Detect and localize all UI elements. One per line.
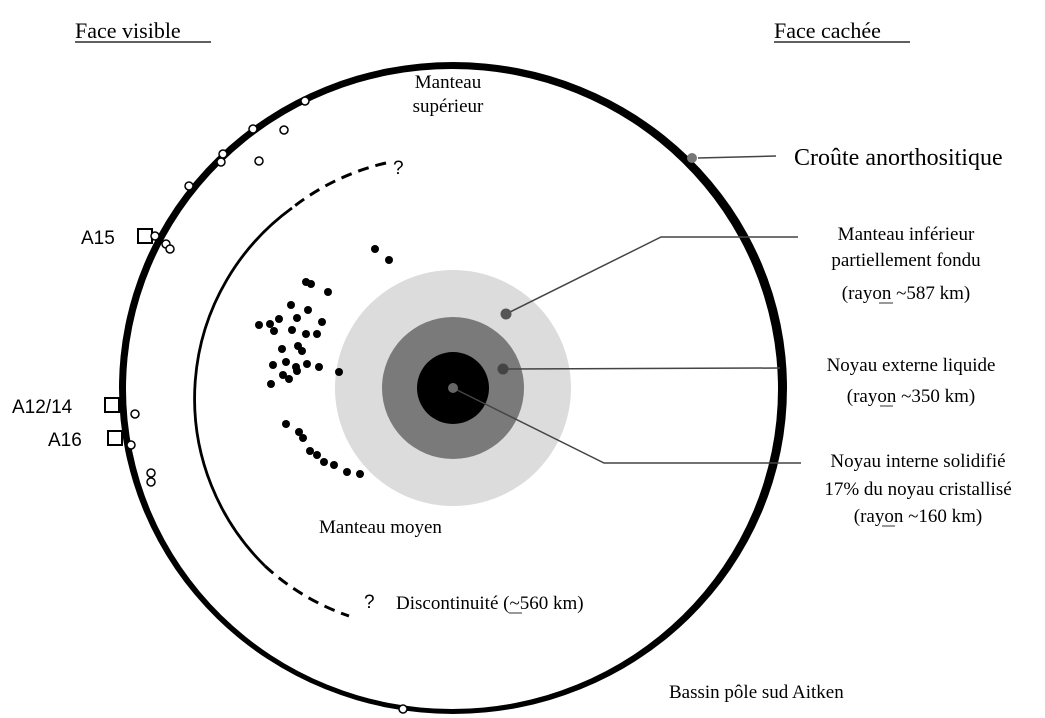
- deep-moonquake-marker: [293, 367, 301, 375]
- deep-moonquake-marker: [343, 468, 351, 476]
- deep-moonquake-marker: [255, 321, 263, 329]
- inner-core-label-line1: Noyau interne solidifié: [830, 451, 1005, 472]
- outer-core-marker: [498, 364, 509, 375]
- lower-mantle-label-line3: (rayon ~587 km): [842, 283, 970, 304]
- middle-mantle-label: Manteau moyen: [319, 517, 442, 538]
- shallow-moonquake-marker: [219, 150, 227, 158]
- basin-marker: [399, 705, 407, 713]
- discontinuity-question-bottom: ?: [364, 592, 375, 613]
- upper-mantle-label-line2: supérieur: [413, 96, 484, 117]
- station-square-a12-14: [105, 398, 119, 412]
- near-side-title: Face visible: [75, 18, 181, 43]
- deep-moonquake-marker: [267, 380, 275, 388]
- shallow-moonquake-marker: [280, 126, 288, 134]
- station-square-a16: [108, 431, 122, 445]
- deep-moonquake-marker: [288, 326, 296, 334]
- station-label-a15: A15: [81, 228, 115, 249]
- outer-core-leader: [503, 368, 780, 369]
- deep-moonquake-marker: [335, 368, 343, 376]
- crust-marker: [687, 153, 697, 163]
- discontinuity-label: Discontinuité (~560 km): [396, 593, 584, 614]
- lower-mantle-marker: [501, 309, 512, 320]
- deep-moonquake-marker: [270, 327, 278, 335]
- shallow-moonquake-marker: [301, 97, 309, 105]
- deep-moonquake-marker: [371, 245, 379, 253]
- upper-mantle-label-line1: Manteau: [415, 72, 482, 93]
- crust-leader: [698, 156, 776, 158]
- shallow-moonquake-marker: [151, 232, 159, 240]
- deep-moonquake-marker: [330, 461, 338, 469]
- deep-moonquake-marker: [275, 315, 283, 323]
- deep-moonquake-marker: [282, 358, 290, 366]
- inner-core-marker: [448, 383, 458, 393]
- deep-moonquake-marker: [293, 314, 301, 322]
- deep-moonquake-marker: [303, 360, 311, 368]
- station-square-a15: [138, 229, 152, 243]
- deep-moonquake-marker: [269, 361, 277, 369]
- inner-core-label-line2: 17% du noyau cristallisé: [824, 479, 1011, 500]
- shallow-moonquake-marker: [131, 410, 139, 418]
- deep-moonquake-marker: [266, 320, 274, 328]
- far-side-title: Face cachée: [774, 18, 881, 43]
- basin-label: Bassin pôle sud Aitken: [669, 682, 844, 703]
- lower-mantle-label-line1: Manteau inférieur: [838, 224, 975, 245]
- outer-core-label-line1: Noyau externe liquide: [827, 355, 996, 376]
- shallow-moonquake-marker: [185, 182, 193, 190]
- shallow-moonquake-marker: [249, 125, 257, 133]
- deep-moonquake-marker: [282, 420, 290, 428]
- deep-moonquake-marker: [299, 434, 307, 442]
- deep-moonquake-marker: [313, 451, 321, 459]
- discontinuity-question-top: ?: [393, 158, 404, 179]
- deep-moonquake-marker: [320, 458, 328, 466]
- shallow-moonquake-marker: [217, 158, 225, 166]
- deep-moonquake-marker: [315, 363, 323, 371]
- shallow-moonquake-marker: [166, 245, 174, 253]
- deep-moonquake-marker: [287, 301, 295, 309]
- deep-moonquake-marker: [285, 375, 293, 383]
- lower-mantle-label-line2: partiellement fondu: [831, 250, 981, 271]
- station-label-a12-14: A12/14: [12, 397, 73, 418]
- deep-moonquake-marker: [324, 288, 332, 296]
- deep-moonquake-marker: [298, 347, 306, 355]
- outer-core-label-line2: (rayon ~350 km): [847, 386, 975, 407]
- station-label-a16: A16: [48, 430, 82, 451]
- shallow-moonquake-marker: [147, 469, 155, 477]
- deep-moonquake-marker: [318, 318, 326, 326]
- deep-moonquake-marker: [304, 306, 312, 314]
- deep-moonquake-marker: [306, 447, 314, 455]
- shallow-moonquake-marker: [255, 157, 263, 165]
- shallow-moonquake-marker: [127, 441, 135, 449]
- crust-label: Croûte anorthositique: [794, 145, 1003, 171]
- deep-moonquake-marker: [356, 470, 364, 478]
- deep-moonquake-marker: [313, 330, 321, 338]
- deep-moonquake-marker: [278, 345, 286, 353]
- deep-moonquake-marker: [385, 256, 393, 264]
- shallow-moonquake-marker: [147, 478, 155, 486]
- deep-moonquake-marker: [307, 280, 315, 288]
- inner-core-label-line3: (rayon ~160 km): [854, 506, 982, 527]
- deep-moonquake-marker: [302, 330, 310, 338]
